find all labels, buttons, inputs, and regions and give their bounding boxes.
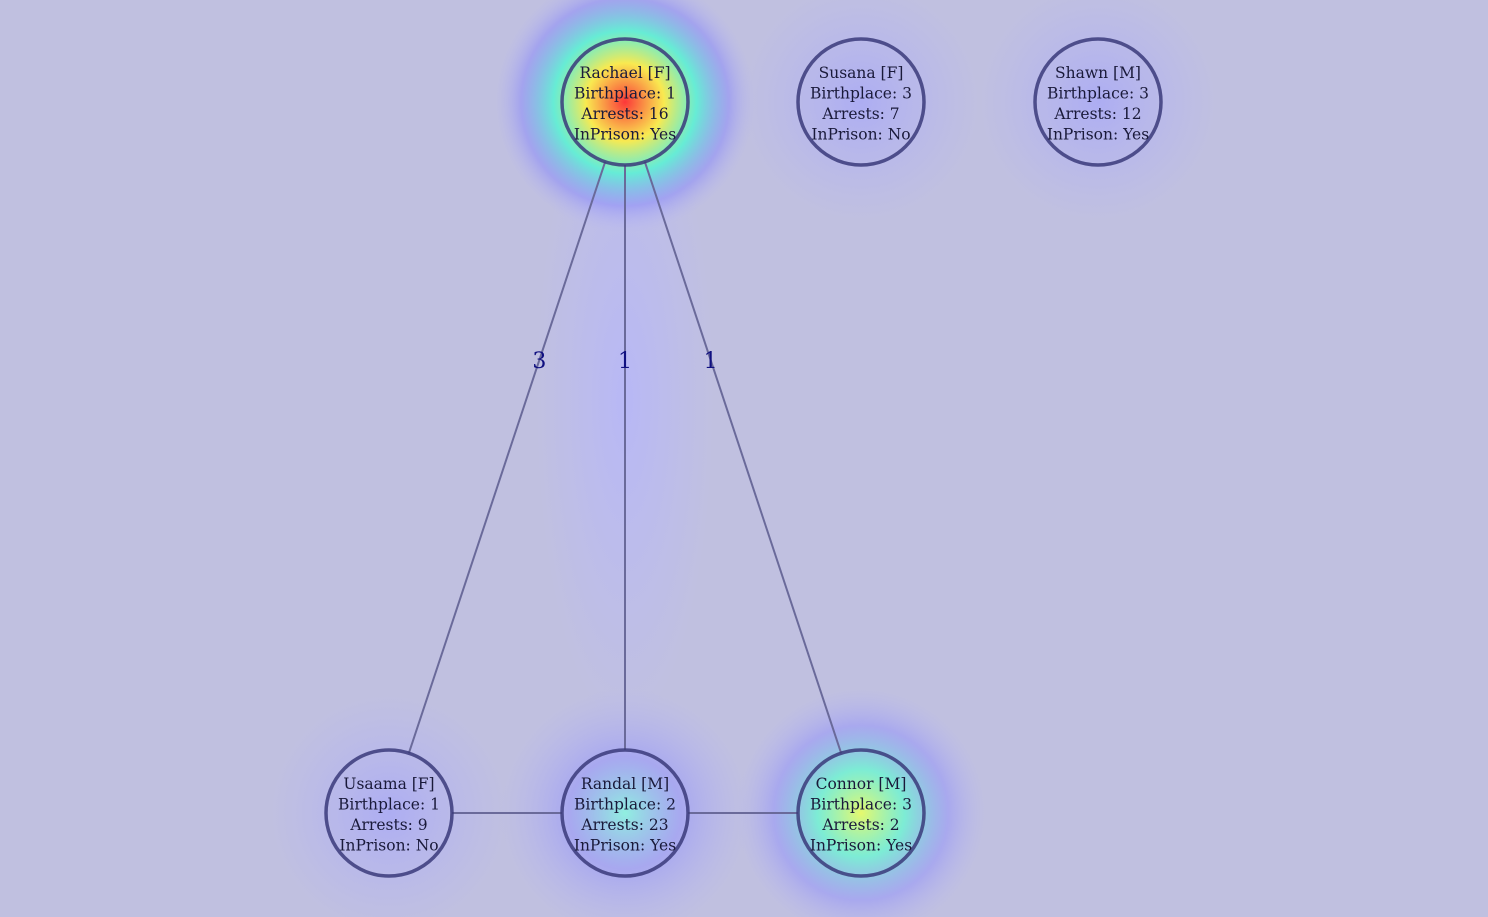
node-label-usaama-line-0: Usaama [F]: [343, 775, 434, 793]
heat-spot-connor: [736, 688, 986, 917]
node-circle-susana[interactable]: [796, 37, 926, 167]
node-label-randal-line-2: Arrests: 23: [580, 816, 668, 834]
node-label-susana-line-3: InPrison: No: [811, 126, 910, 144]
edge-label-rachael-connor: 1: [704, 349, 718, 374]
heat-spot-susana: [741, 0, 981, 222]
node-label-usaama-line-2: Arrests: 9: [349, 816, 427, 834]
edge-rachael-connor: [643, 161, 843, 754]
node-label-shawn-line-1: Birthplace: 3: [1047, 85, 1149, 103]
node-label-connor-line-1: Birthplace: 3: [810, 796, 912, 814]
node-label-randal-line-1: Birthplace: 2: [574, 796, 676, 814]
node-label-randal-line-0: Randal [M]: [581, 775, 669, 793]
heat-spot-randal: [500, 688, 750, 917]
node-rachael[interactable]: Rachael [F] Birthplace: 1 Arrests: 16 InPri…: [560, 37, 690, 167]
edge-label-rachael-randal: 1: [618, 349, 632, 374]
heat-spot-usaama: [269, 693, 509, 917]
node-label-susana-line-1: Birthplace: 3: [810, 85, 912, 103]
node-circle-randal[interactable]: [560, 748, 690, 878]
node-label-usaama-line-1: Birthplace: 1: [338, 796, 440, 814]
edge-label-rachael-usaama: 3: [532, 349, 546, 374]
node-usaama[interactable]: Usaama [F] Birthplace: 1 Arrests: 9 InPriso…: [324, 748, 454, 878]
node-label-connor-line-3: InPrison: Yes: [810, 837, 912, 855]
node-label-connor-line-2: Arrests: 2: [821, 816, 899, 834]
node-label-susana-line-2: Arrests: 7: [821, 105, 899, 123]
node-circle-shawn[interactable]: [1033, 37, 1163, 167]
node-connor[interactable]: Connor [M] Birthplace: 3 Arrests: 2 InPriso…: [796, 748, 926, 878]
node-circle-connor[interactable]: [796, 748, 926, 878]
node-layer: Rachael [F] Birthplace: 1 Arrests: 16 InPri…: [324, 37, 1163, 878]
node-label-shawn-line-2: Arrests: 12: [1053, 105, 1141, 123]
node-circle-usaama[interactable]: [324, 748, 454, 878]
node-randal[interactable]: Randal [M] Birthplace: 2 Arrests: 23 InPris…: [560, 748, 690, 878]
node-label-susana-line-0: Susana [F]: [819, 64, 904, 82]
node-label-rachael-line-0: Rachael [F]: [579, 64, 670, 82]
node-label-rachael-line-3: InPrison: Yes: [574, 126, 676, 144]
edge-layer: 3 1 1: [407, 161, 843, 814]
heat-spot-rachael: [495, 0, 755, 232]
edge-rachael-usaama: [407, 161, 607, 754]
heat-spot-shawn: [978, 0, 1218, 222]
node-label-usaama-line-3: InPrison: No: [339, 837, 438, 855]
node-label-connor-line-0: Connor [M]: [816, 775, 907, 793]
node-shawn[interactable]: Shawn [M] Birthplace: 3 Arrests: 12 InPriso…: [1033, 37, 1163, 167]
node-label-shawn-line-0: Shawn [M]: [1055, 64, 1141, 82]
node-label-rachael-line-2: Arrests: 16: [580, 105, 668, 123]
node-label-randal-line-3: InPrison: Yes: [574, 837, 676, 855]
node-susana[interactable]: Susana [F] Birthplace: 3 Arrests: 7 InPriso…: [796, 37, 926, 167]
node-label-shawn-line-3: InPrison: Yes: [1047, 126, 1149, 144]
node-circle-rachael[interactable]: [560, 37, 690, 167]
node-label-rachael-line-1: Birthplace: 1: [574, 85, 676, 103]
